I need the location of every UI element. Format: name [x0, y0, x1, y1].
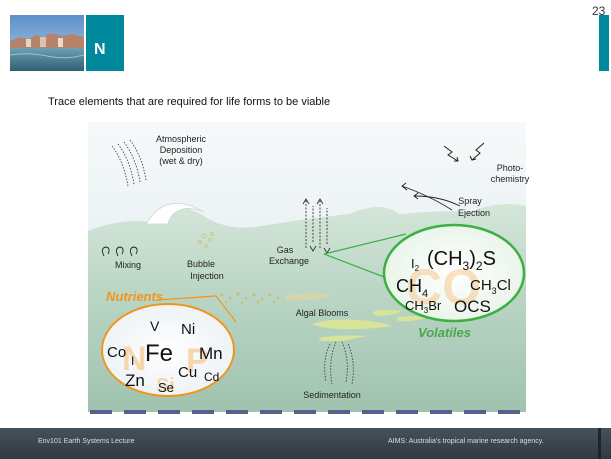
label-mixing: Mixing — [115, 260, 141, 270]
label-sedimentation: Sedimentation — [303, 390, 361, 400]
label-algal: Algal Blooms — [296, 308, 349, 318]
deposition-lines — [111, 139, 147, 187]
compound-ch3br: CH3Br — [405, 298, 442, 315]
compound-ocs: OCS — [454, 297, 491, 316]
label-atmospheric-2: Deposition — [160, 145, 203, 155]
gas-exchange-arrows — [305, 200, 328, 248]
bubbles — [198, 232, 214, 248]
label-atmospheric-1: Atmospheric — [156, 134, 207, 144]
label-bubble-2: Injection — [190, 271, 224, 281]
compound-ch4: CH4 — [396, 276, 428, 300]
page-number: 23 — [592, 4, 606, 18]
label-gas-1: Gas — [277, 245, 294, 255]
spray-arrows — [401, 182, 461, 211]
label-nutrients: Nutrients — [106, 289, 163, 304]
label-photochem-1: Photo- — [497, 163, 524, 173]
volatile-compounds: I2 (CH3)2S CH4 CH3Cl CH3Br OCS — [396, 248, 511, 316]
photochemistry-arrows — [443, 142, 485, 162]
footer-right-text: AIMS: Australia's tropical marine resear… — [388, 438, 544, 445]
element-cd: Cd — [204, 370, 219, 384]
header-photo — [10, 15, 84, 71]
element-i: I — [131, 354, 134, 368]
nutrient-circle — [101, 303, 235, 397]
slide-title: N — [86, 15, 124, 71]
compound-i2: I2 — [411, 256, 420, 273]
compound-ch32s: (CH3)2S — [427, 248, 496, 273]
element-se: Se — [158, 380, 174, 395]
nutrient-bg-si: Si — [156, 375, 175, 397]
slide-subtitle: Trace elements that are required for lif… — [48, 96, 331, 108]
label-spray-2: Ejection — [458, 208, 490, 218]
nutrient-bg-n: N — [122, 340, 147, 378]
label-bubble-1: Bubble — [187, 259, 215, 269]
header-accent-bar — [599, 15, 609, 71]
nutrient-particle-band — [220, 292, 280, 305]
volatile-bg-co: CO — [406, 259, 481, 315]
compound-ch3cl: CH3Cl — [470, 277, 511, 296]
label-photochem-2: chemistry — [491, 174, 530, 184]
sedimentation-lines — [324, 341, 354, 385]
label-spray-1: Spray — [458, 196, 482, 206]
element-cu: Cu — [178, 364, 197, 381]
algal-bloom-streaks — [312, 309, 426, 342]
element-fe: Fe — [145, 340, 173, 367]
element-co: Co — [107, 344, 126, 361]
label-gas-2: Exchange — [269, 256, 309, 266]
footer-bar: Env101 Earth Systems Lecture AIMS: Austr… — [0, 428, 611, 459]
footer-edge — [598, 428, 601, 459]
volatile-zoom-lines — [323, 233, 407, 281]
volatile-circle — [382, 223, 526, 323]
mixing-swirls — [101, 246, 138, 257]
label-atmospheric-3: (wet & dry) — [159, 156, 203, 166]
element-mn: Mn — [199, 344, 223, 363]
footer-left-text: Env101 Earth Systems Lecture — [38, 438, 135, 445]
element-zn: Zn — [125, 371, 145, 390]
element-ni: Ni — [181, 321, 195, 338]
nutrient-zoom-lines — [155, 295, 237, 323]
nutrient-bg-p: P — [186, 342, 209, 380]
label-volatiles: Volatiles — [418, 325, 471, 340]
wave-crest — [145, 203, 205, 225]
element-v: V — [150, 318, 160, 334]
